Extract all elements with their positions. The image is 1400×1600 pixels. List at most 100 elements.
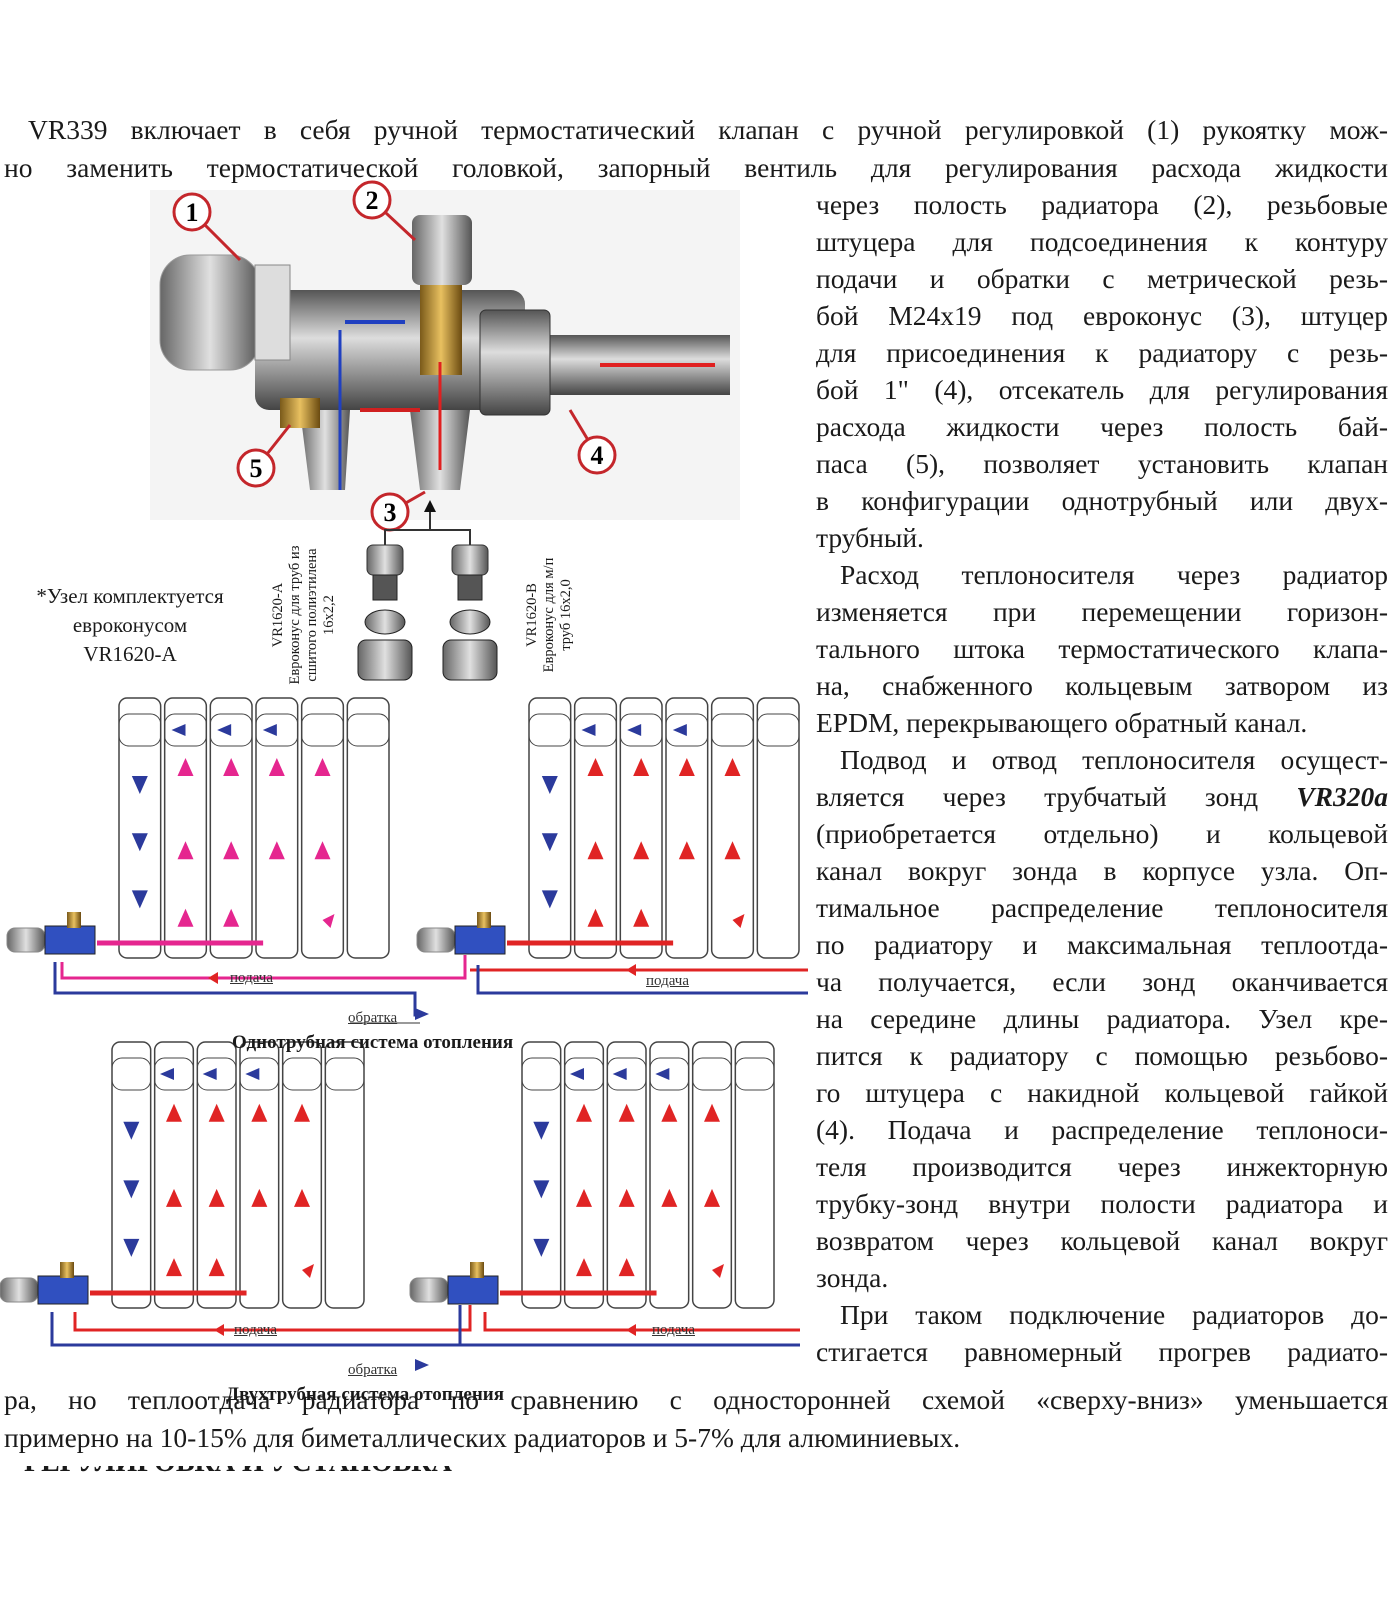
arrow-up-icon <box>177 841 194 860</box>
radiator-section <box>756 697 800 959</box>
arrow-left-icon <box>627 724 642 736</box>
arrow-up-icon <box>618 1103 635 1122</box>
arrow-left-icon <box>570 1068 584 1080</box>
paragraph-line: трубку-зонд внутри полости радиатора и <box>816 1188 1388 1219</box>
arrow-left-icon <box>581 724 596 736</box>
valve-cap <box>67 912 81 928</box>
arrow-up-icon <box>661 1188 678 1207</box>
radiator-section <box>528 697 572 959</box>
section-header <box>209 713 253 747</box>
radiator-section <box>710 697 755 959</box>
radiator-section <box>606 1041 647 1309</box>
paragraph-line: для присоединения к радиатору с резь- <box>816 337 1388 368</box>
arrow-up-icon <box>166 1103 182 1122</box>
paragraph-line: трубный. <box>816 522 924 553</box>
arrow-left-icon <box>672 724 687 736</box>
section-header <box>711 713 754 747</box>
arrow-up-icon <box>314 758 331 776</box>
section-header <box>606 1057 647 1091</box>
paragraph-line: бой 1" (4), отсекатель для регулирования <box>816 374 1388 405</box>
radiator-section <box>153 1041 195 1309</box>
section-header <box>111 1057 152 1091</box>
paragraph-line: ра, но теплоотдача радиатора по сравнени… <box>4 1384 1388 1415</box>
bypass-screw <box>280 398 320 428</box>
arrow-up-icon <box>177 758 194 776</box>
paragraph-line: примерно на 10-15% для биметаллических р… <box>4 1422 961 1453</box>
arrow-left-icon <box>262 724 277 736</box>
arrow-up-icon <box>633 758 650 776</box>
two-pipe-caption: Двухтрубная система отопления <box>226 1384 505 1405</box>
section-header <box>239 1057 280 1091</box>
fitting-desc: Евроконус для труб из <box>287 545 303 685</box>
arrow-up-icon <box>704 1188 720 1207</box>
thermostatic-knob <box>159 254 261 371</box>
fitting-cone <box>451 544 489 576</box>
supply-pipe <box>73 1305 472 1332</box>
paragraph-line: тимальное распределение теплоносителя <box>816 892 1388 923</box>
radiator-section <box>209 697 253 959</box>
callout-number: 4 <box>591 441 604 470</box>
arrow-up-icon <box>251 1188 268 1207</box>
valve-cap <box>477 912 491 928</box>
section-header <box>619 713 663 747</box>
shutoff-cap <box>412 215 472 285</box>
supply-label: подача <box>234 1322 277 1338</box>
callout-number: 2 <box>366 186 379 215</box>
section-header <box>301 713 344 747</box>
section-header <box>282 1057 322 1091</box>
arrow-up-icon <box>724 758 741 776</box>
fitting-ring <box>449 609 491 635</box>
paragraph-line: (4). Подача и распределение теплоноси- <box>816 1114 1388 1145</box>
fitting-desc: Евроконус для м/п <box>541 557 557 673</box>
note-line: VR1620-A <box>83 642 177 666</box>
paragraph-line: паса (5), позволяет установить клапан <box>816 448 1388 479</box>
radiator-section <box>734 1041 775 1309</box>
paragraph-line: (приобретается отдельно) и кольцевой <box>816 818 1388 849</box>
radiator-section <box>324 1041 365 1309</box>
callout-circle <box>172 192 212 232</box>
arrow-up-icon <box>294 1188 310 1207</box>
section-header <box>734 1057 775 1091</box>
arrow-up-icon <box>251 1103 268 1122</box>
valve-knob <box>416 927 456 953</box>
radiator-section <box>521 1041 562 1309</box>
radiator-section <box>691 1041 733 1309</box>
arrow-diagonal-icon <box>732 914 745 928</box>
radiator-section <box>196 1041 237 1309</box>
arrow-up-icon <box>208 1103 225 1122</box>
fitting-cone <box>366 544 404 576</box>
fitting-nut <box>442 639 498 681</box>
arrow-up-icon <box>208 1258 225 1277</box>
callout-number: 3 <box>384 498 397 527</box>
arrow-down-icon <box>131 776 148 794</box>
arrow-up-icon <box>223 758 240 776</box>
supply-pipe <box>483 1312 800 1332</box>
arrow-up-icon <box>268 758 285 776</box>
one-pipe-radiator <box>416 697 800 959</box>
return-pipe <box>50 1312 800 1347</box>
radiator-section <box>255 697 299 959</box>
return-label: обратка <box>348 1010 398 1026</box>
callout-number: 1 <box>186 198 199 227</box>
fitting-desc: сшитого полиэтилена <box>304 548 320 682</box>
valve-cap <box>60 1262 74 1278</box>
arrow-up-icon <box>223 841 240 860</box>
section-heading-clipped: РЕГУЛИРОВКА И УСТАНОВКА <box>24 1466 452 1478</box>
radiator-section <box>619 697 663 959</box>
arrow-right-icon <box>415 1359 429 1371</box>
arrow-down-icon <box>123 1238 140 1257</box>
note-line: *Узел комплектуется <box>36 584 224 608</box>
paragraph-line: ча получается, если зонд оканчивается <box>816 966 1388 997</box>
paragraph-line: Расход теплоносителя через радиатор <box>840 559 1388 590</box>
arrow-down-icon <box>541 890 558 909</box>
paragraph-line: EPDM, перекрывающего обратный канал. <box>816 707 1308 738</box>
arrow-left-icon <box>655 1068 670 1080</box>
radiator-section <box>573 697 618 959</box>
paragraph-line: расхода жидкости через полость бай- <box>816 411 1388 442</box>
arrow-up-icon <box>633 908 650 927</box>
paragraph-line: теля производится через инжекторную <box>816 1151 1388 1182</box>
return-pipe <box>476 965 808 995</box>
